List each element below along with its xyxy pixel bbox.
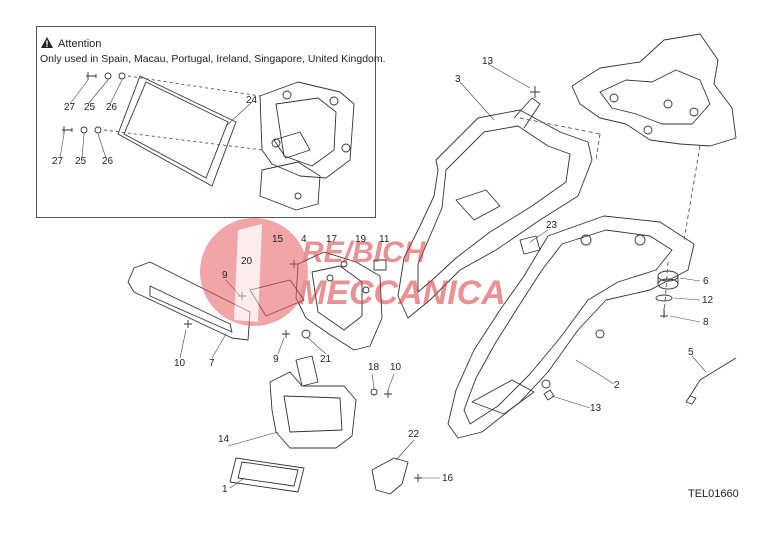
attention-text: Only used in Spain, Macau, Portugal, Ire… xyxy=(40,53,386,65)
callout-14: 14 xyxy=(218,434,230,445)
watermark-line1: RE/BICH xyxy=(302,236,427,269)
rear-subframe-drawing xyxy=(447,215,695,439)
inset-plate-holder-drawing xyxy=(62,72,355,211)
callout-21: 21 xyxy=(320,354,332,365)
callout-16: 16 xyxy=(442,473,454,484)
seat-mount-drawing xyxy=(571,33,737,147)
license-plate-bracket-drawing xyxy=(269,355,357,449)
callout-9-lower: 9 xyxy=(273,354,279,365)
callout-19: 19 xyxy=(355,234,367,245)
callout-13-top: 13 xyxy=(482,56,494,67)
callout-12: 12 xyxy=(702,295,714,306)
callout-27-b: 27 xyxy=(52,156,64,167)
callout-8: 8 xyxy=(703,317,709,328)
rear-mudguard-drawing xyxy=(397,97,593,319)
callout-13-bottom: 13 xyxy=(590,403,602,414)
callout-11: 11 xyxy=(379,234,390,245)
callout-25-b: 25 xyxy=(75,156,87,167)
callout-9-upper: 9 xyxy=(222,270,228,281)
callout-7: 7 xyxy=(209,358,215,369)
callout-27-a: 27 xyxy=(64,102,76,113)
reflector-drawing xyxy=(229,457,305,493)
attention-title: Attention xyxy=(58,38,102,50)
callout-10-right: 10 xyxy=(390,362,402,373)
callout-26-a: 26 xyxy=(106,102,118,113)
callout-20: 20 xyxy=(241,256,253,267)
callout-4: 4 xyxy=(301,234,307,245)
callout-23: 23 xyxy=(546,220,558,231)
callout-18: 18 xyxy=(368,362,380,373)
callout-15: 15 xyxy=(272,234,284,245)
callout-24: 24 xyxy=(246,95,258,106)
cable-tie-drawing xyxy=(685,357,737,405)
callout-1: 1 xyxy=(222,484,228,495)
rebich-meccanica-logo: RE/BICH MECCANICA xyxy=(200,218,506,326)
rubber-mount-drawing xyxy=(655,270,679,318)
callout-6: 6 xyxy=(703,276,709,287)
callout-5: 5 xyxy=(688,347,694,358)
callout-17: 17 xyxy=(326,234,338,245)
callout-22: 22 xyxy=(408,429,420,440)
warning-triangle-icon xyxy=(41,37,53,48)
callout-10-left: 10 xyxy=(174,358,186,369)
callout-3: 3 xyxy=(455,74,461,85)
plate-holder-bracket-drawing xyxy=(295,251,383,351)
callout-25-a: 25 xyxy=(84,102,96,113)
drawing-code: TEL01660 xyxy=(688,488,739,500)
plate-support-rail-drawing xyxy=(127,261,251,341)
callout-26-b: 26 xyxy=(102,156,114,167)
attention-inset xyxy=(36,26,376,218)
watermark-line2: MECCANICA xyxy=(298,274,506,312)
callout-2: 2 xyxy=(614,380,620,391)
